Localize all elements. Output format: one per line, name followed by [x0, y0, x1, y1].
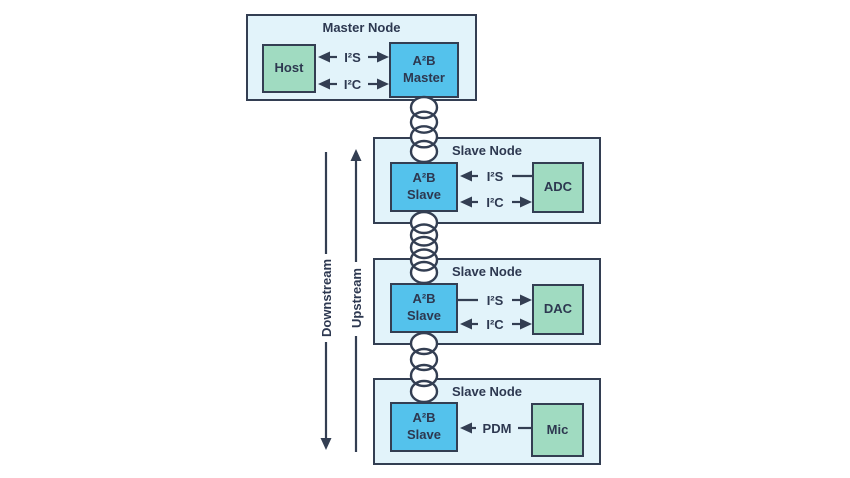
slave1-i2c-label: I²C	[486, 194, 504, 210]
slave-node-1-title: Slave Node	[451, 143, 523, 158]
a2b-master-chip: A²B Master	[389, 42, 459, 98]
host-chip: Host	[262, 44, 316, 93]
master-i2c-label: I²C	[343, 76, 362, 92]
slave-node-3-title: Slave Node	[451, 384, 523, 399]
a2b-slave-1-chip: A²B Slave	[390, 162, 458, 212]
adc-chip: ADC	[532, 162, 584, 213]
master-node-title: Master Node	[322, 20, 401, 35]
mic-chip: Mic	[531, 403, 584, 457]
slave2-i2c-label: I²C	[486, 316, 504, 332]
upstream-label: Upstream	[348, 268, 364, 328]
a2b-slave-3-chip: A²B Slave	[390, 402, 458, 452]
slave-node-2-title: Slave Node	[451, 264, 523, 279]
dac-chip: DAC	[532, 284, 584, 335]
a2b-slave-2-chip: A²B Slave	[390, 283, 458, 333]
master-i2s-label: I²S	[344, 49, 361, 65]
slave1-i2s-label: I²S	[486, 168, 504, 184]
slave2-i2s-label: I²S	[486, 292, 504, 308]
downstream-label: Downstream	[318, 258, 334, 338]
slave3-pdm-label: PDM	[482, 420, 512, 436]
